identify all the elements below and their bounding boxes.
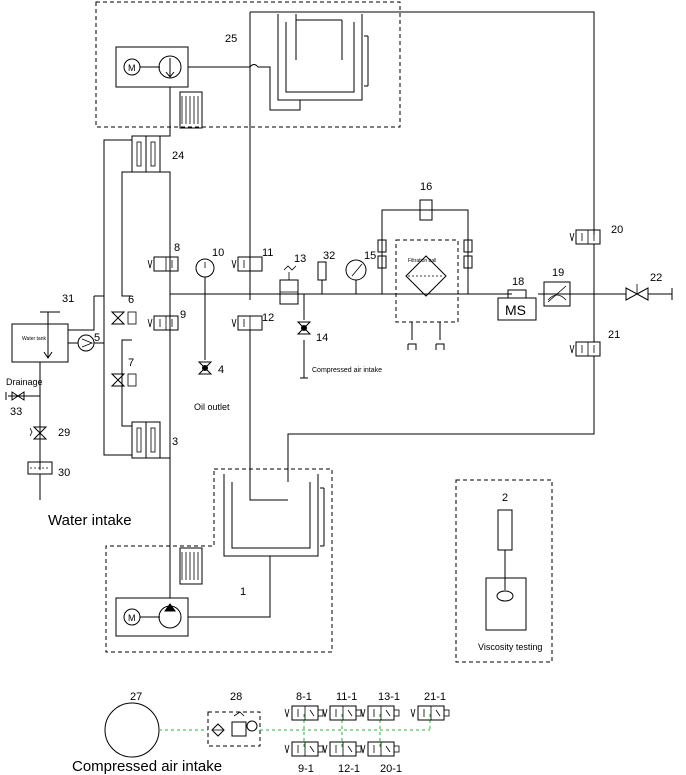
compressed-air-intake-big-label: Compressed air intake: [72, 758, 222, 775]
upper-cooler-coil: [179, 91, 203, 129]
gauge-10: [195, 258, 215, 278]
check-valve-left-bottom: [377, 255, 387, 269]
solenoid-valve-12: [231, 315, 263, 331]
solenoid-valve-8: [147, 256, 179, 272]
label-33: 33: [10, 406, 22, 418]
label-8: 8: [174, 242, 180, 254]
label-8-1: 8-1: [296, 691, 312, 703]
motor-label-lower: M: [128, 613, 136, 623]
label-28: 28: [230, 691, 242, 703]
water-intake-label: Water intake: [48, 512, 132, 529]
lower-unit-enclosure: [105, 468, 333, 653]
label-20-1: 20-1: [380, 763, 402, 775]
label-11: 11: [262, 247, 273, 259]
label-6: 6: [128, 294, 134, 306]
label-16: 16: [420, 181, 432, 193]
valve-22: [625, 284, 673, 301]
lower-oil-tank: [223, 474, 325, 557]
viscosity-testing-enclosure: [455, 479, 553, 663]
label-27: 27: [130, 691, 142, 703]
valve-21-1: [410, 705, 450, 721]
label-9: 9: [180, 309, 186, 321]
filter-assembly: Filtration ball: [395, 239, 459, 350]
label-32: 32: [323, 250, 335, 262]
label-2: 2: [502, 492, 508, 504]
label-13: 13: [294, 253, 306, 265]
valve-20-1: [360, 741, 400, 757]
upper-motor-pump: M: [115, 46, 189, 88]
ms-label: MS: [505, 302, 526, 318]
solenoid-valve-20: [569, 229, 601, 245]
label-5: 5: [94, 332, 100, 344]
valve-11-1: [322, 705, 362, 721]
oil-outlet-valve-4: [197, 361, 213, 375]
valve-6: [110, 311, 137, 325]
label-24: 24: [172, 150, 184, 162]
label-29: 29: [58, 427, 70, 439]
viscosity-testing-label: Viscosity testing: [478, 642, 542, 652]
label-15: 15: [364, 250, 376, 262]
heat-exchanger-3: [131, 421, 161, 459]
filter-ball-label: Filtration ball: [408, 258, 436, 264]
lower-motor-pump: M: [115, 597, 189, 637]
valve-7: [110, 373, 137, 387]
check-valve-right-top: [463, 239, 473, 253]
valve-12-1: [322, 741, 362, 757]
valve-29: [29, 426, 48, 440]
viscometer-2: [485, 509, 527, 631]
upper-oil-tank: [277, 14, 369, 101]
label-12-1: 12-1: [338, 763, 360, 775]
valve-9-1: [284, 741, 324, 757]
label-21-1: 21-1: [424, 691, 446, 703]
label-18: 18: [512, 276, 524, 288]
label-21: 21: [608, 329, 620, 341]
lower-cooler-coil: [179, 547, 203, 585]
upper-unit-enclosure: [95, 1, 401, 128]
check-valve-left-top: [377, 239, 387, 253]
label-13-1: 13-1: [378, 691, 400, 703]
sensor-32: [317, 261, 327, 294]
water-pump-5: [77, 334, 95, 352]
valve-13-1: [360, 705, 400, 721]
label-12: 12: [262, 312, 274, 324]
flow-valve-19: [543, 281, 571, 307]
valve-14: [296, 321, 312, 335]
pressure-gauge-15: [345, 259, 367, 294]
label-20: 20: [611, 224, 623, 236]
label-4: 4: [218, 364, 224, 376]
label-19: 19: [552, 267, 564, 279]
drainage-label: Drainage: [6, 377, 43, 387]
air-compressor-27: [104, 702, 160, 758]
label-10: 10: [212, 247, 224, 259]
label-25: 25: [225, 33, 237, 45]
heat-exchanger-24: [131, 135, 161, 173]
label-7: 7: [128, 357, 134, 369]
valve-13: [279, 265, 299, 305]
motor-label: M: [128, 63, 136, 73]
frl-unit-28: [207, 711, 261, 747]
solenoid-valve-11: [231, 256, 263, 272]
label-9-1: 9-1: [298, 763, 314, 775]
label-31: 31: [62, 293, 74, 305]
label-11-1: 11-1: [336, 691, 357, 703]
oil-outlet-label: Oil outlet: [194, 402, 230, 412]
water-tank-label: Water tank: [22, 336, 46, 342]
label-22: 22: [650, 272, 662, 284]
ms-sensor-18: MS: [497, 289, 537, 321]
solenoid-valve-21: [569, 341, 601, 357]
check-valve-right-bottom: [463, 255, 473, 269]
label-1: 1: [240, 586, 246, 598]
compressed-air-intake-small-label: Compressed air intake: [312, 367, 382, 374]
bypass-valve-16: [419, 199, 433, 221]
solenoid-valve-9: [147, 315, 179, 331]
label-14: 14: [316, 332, 328, 344]
valve-33: [11, 391, 25, 401]
valve-8-1: [284, 705, 324, 721]
label-30: 30: [58, 467, 70, 479]
label-3: 3: [172, 436, 178, 448]
